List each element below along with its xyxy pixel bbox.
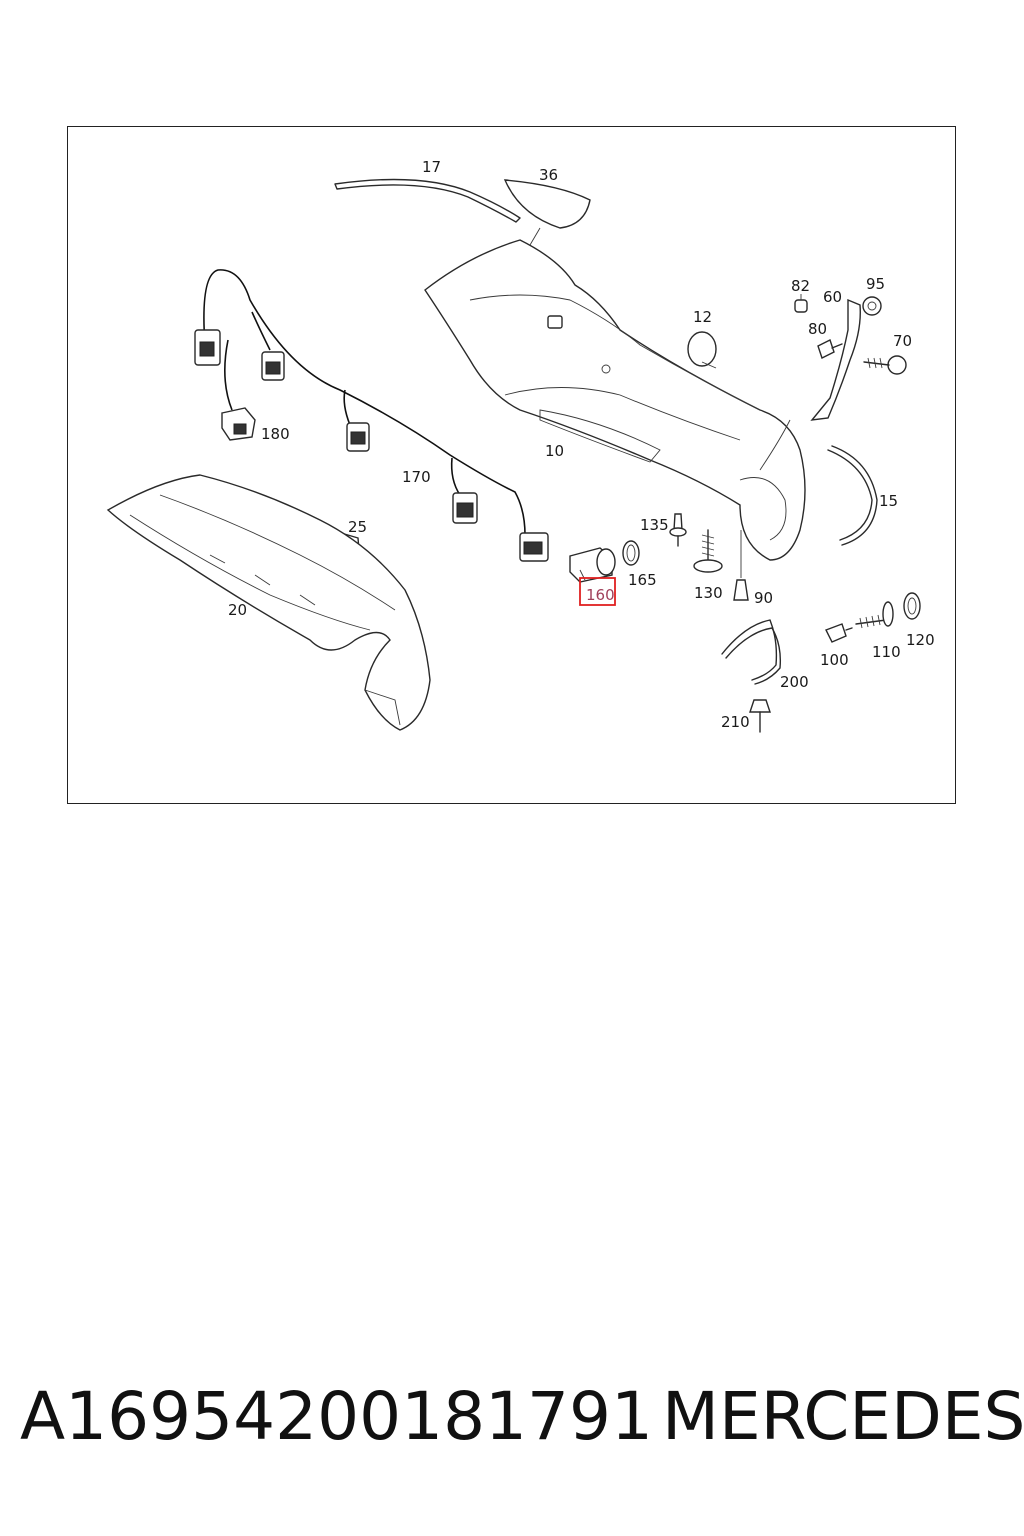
part-20-lower-panel xyxy=(106,474,431,731)
part-180-connector xyxy=(221,407,256,441)
callout-120: 120 xyxy=(906,631,935,649)
part-80-screw xyxy=(817,339,843,359)
callout-170: 170 xyxy=(402,468,431,486)
callout-135: 135 xyxy=(640,516,669,534)
callout-180: 180 xyxy=(261,425,290,443)
callout-82: 82 xyxy=(791,277,810,295)
part-70-screw xyxy=(863,355,907,375)
callout-60: 60 xyxy=(823,288,842,306)
callout-130: 130 xyxy=(694,584,723,602)
part-15-trim-strip xyxy=(827,445,878,546)
callout-15: 15 xyxy=(879,492,898,510)
callout-12: 12 xyxy=(693,308,712,326)
part-10-bumper-cover xyxy=(424,239,806,561)
part-number: A16954200181791 xyxy=(20,1378,654,1455)
part-82-clip xyxy=(794,294,808,313)
callout-labels: 17 36 82 95 60 80 70 12 180 10 170 15 25… xyxy=(228,158,935,731)
callout-95: 95 xyxy=(866,275,885,293)
callout-210: 210 xyxy=(721,713,750,731)
part-110-screw xyxy=(855,601,894,629)
part-90-clip xyxy=(733,530,749,601)
callout-90: 90 xyxy=(754,589,773,607)
caption: A16954200181791 MERCEDES xyxy=(0,1378,1024,1468)
part-170-wiring-harness xyxy=(194,269,549,562)
part-200-bracket xyxy=(721,619,782,685)
highlight-box-160 xyxy=(579,577,616,606)
callout-110: 110 xyxy=(872,643,901,661)
part-17-trim-strip xyxy=(334,178,521,223)
callout-160: 160 xyxy=(586,586,615,604)
part-36-reflector xyxy=(503,179,591,246)
callout-20: 20 xyxy=(228,601,247,619)
part-130-screw xyxy=(693,529,723,573)
callout-25: 25 xyxy=(348,518,367,536)
callout-70: 70 xyxy=(893,332,912,350)
callout-17: 17 xyxy=(422,158,441,176)
part-165-sensor-ring xyxy=(622,540,640,566)
callout-80: 80 xyxy=(808,320,827,338)
part-12-cover-cap xyxy=(687,331,717,369)
callout-200: 200 xyxy=(780,673,809,691)
callout-36: 36 xyxy=(539,166,558,184)
part-160-parking-sensor xyxy=(569,547,616,583)
callout-165: 165 xyxy=(628,571,657,589)
diagram-frame xyxy=(67,126,956,804)
callout-10: 10 xyxy=(545,442,564,460)
part-135-pin xyxy=(669,513,687,547)
part-60-bracket xyxy=(810,298,861,421)
exploded-parts-diagram: 17 36 82 95 60 80 70 12 180 10 170 15 25… xyxy=(106,158,935,733)
callout-100: 100 xyxy=(820,651,849,669)
brand-name: MERCEDES xyxy=(662,1378,1024,1455)
part-95-nut xyxy=(862,296,882,316)
part-210-pin xyxy=(749,699,771,733)
part-120-grommet xyxy=(903,592,921,620)
part-100-clip xyxy=(825,623,853,643)
